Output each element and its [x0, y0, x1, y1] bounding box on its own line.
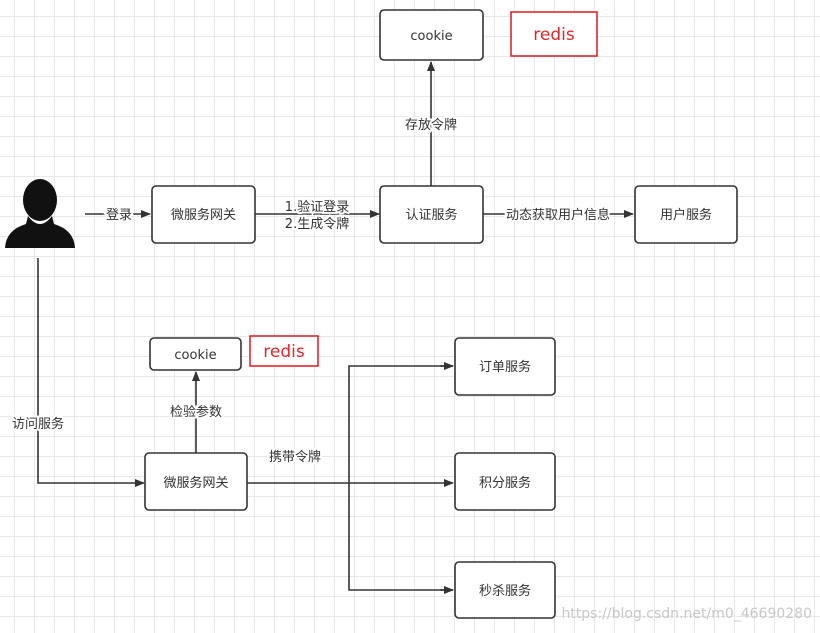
node-points-service: 积分服务 — [454, 452, 556, 511]
label-access: 访问服务 — [12, 416, 64, 432]
node-label: 认证服务 — [405, 207, 457, 223]
node-user-service: 用户服务 — [634, 185, 738, 244]
node-seckill-service: 秒杀服务 — [454, 561, 556, 619]
node-label: 秒杀服务 — [479, 583, 531, 599]
label-verify-2: 2.生成令牌 — [285, 216, 349, 232]
node-gateway-bottom: 微服务网关 — [144, 452, 248, 511]
node-label: 微服务网关 — [171, 207, 236, 223]
node-label: cookie — [410, 29, 452, 44]
node-label: cookie — [174, 348, 216, 363]
label-check-params: 检验参数 — [170, 404, 222, 420]
redis-tag-bottom: redis — [249, 335, 319, 367]
node-label: 积分服务 — [479, 475, 531, 491]
node-order-service: 订单服务 — [454, 337, 556, 396]
node-auth-service: 认证服务 — [379, 185, 484, 244]
node-label: 用户服务 — [660, 207, 712, 223]
redis-label: redis — [263, 342, 305, 362]
edge-access — [37, 258, 145, 487]
label-verify-1: 1.验证登录 — [285, 199, 349, 215]
label-login: 登录 — [106, 208, 132, 223]
node-gateway-top: 微服务网关 — [151, 185, 256, 244]
edge-branch — [348, 365, 453, 591]
redis-tag-top: redis — [510, 11, 598, 57]
node-label: 微服务网关 — [163, 475, 228, 491]
watermark: https://blog.csdn.net/m0_46690280 — [561, 606, 812, 622]
label-carry-token: 携带令牌 — [269, 449, 321, 465]
node-cookie-bottom: cookie — [149, 337, 242, 371]
label-store-token: 存放令牌 — [405, 117, 457, 133]
node-cookie-top: cookie — [379, 9, 484, 61]
label-fetch-user: 动态获取用户信息 — [506, 207, 610, 223]
node-label: 订单服务 — [479, 359, 531, 375]
redis-label: redis — [533, 25, 575, 45]
user-icon — [5, 179, 75, 248]
